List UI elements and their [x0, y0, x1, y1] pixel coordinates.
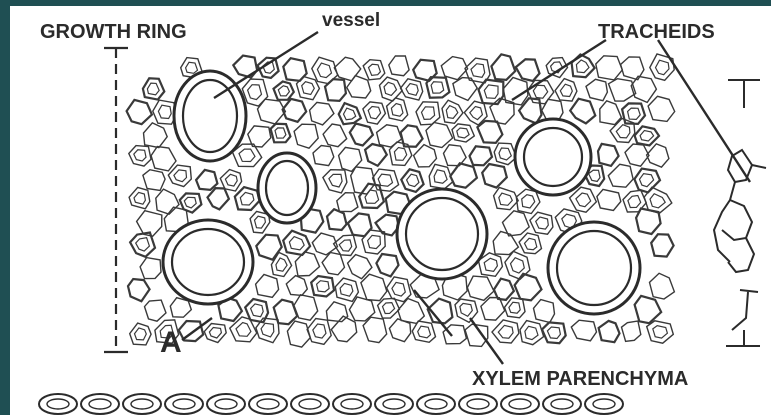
vessel-cell [524, 128, 582, 186]
xylem-parenchyma-label: XYLEM PARENCHYMA [472, 368, 688, 390]
panel-letter-label: A [160, 326, 182, 359]
vessel-label: vessel [322, 10, 380, 31]
vessel-cell [266, 161, 308, 215]
vessel-cell [557, 231, 631, 305]
growth-ring-label: GROWTH RING [40, 21, 187, 43]
tracheids-label: TRACHEIDS [598, 21, 715, 43]
paper [10, 6, 771, 415]
vessel-cell [406, 198, 478, 270]
vessel-cell [183, 80, 237, 152]
vessel-cell [172, 229, 244, 295]
